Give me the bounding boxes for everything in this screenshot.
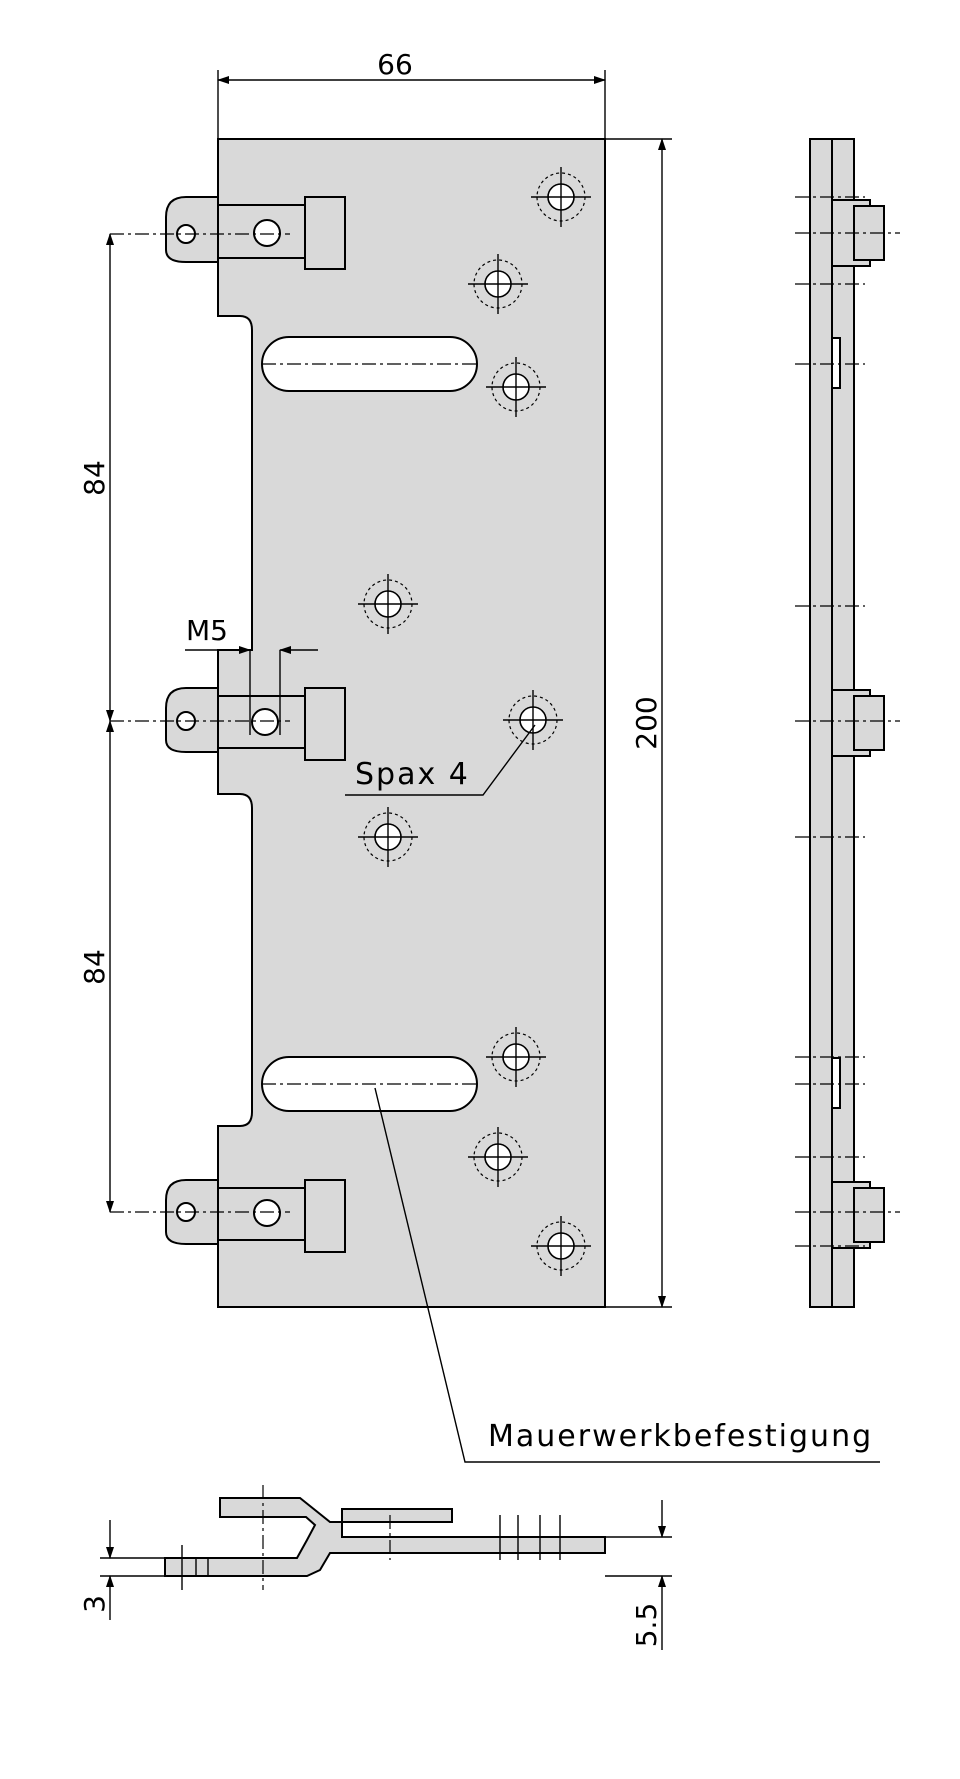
screw-hole — [486, 1027, 546, 1087]
dimension-width: 66 — [377, 48, 413, 81]
hinge-tab-top — [110, 196, 346, 270]
side-view — [795, 138, 900, 1308]
screw-hole — [468, 1127, 528, 1187]
screw-hole — [531, 1216, 591, 1276]
screw-hole — [468, 254, 528, 314]
screw-label: Spax 4 — [355, 757, 470, 792]
dimension-height: 200 — [630, 696, 663, 749]
thread-label: M5 — [186, 614, 228, 647]
dimension-pitch-upper: 84 — [78, 460, 111, 496]
hinge-tab-bottom — [110, 1179, 346, 1253]
masonry-label: Mauerwerkbefestigung — [488, 1419, 873, 1454]
screw-hole — [486, 357, 546, 417]
screw-hole — [531, 167, 591, 227]
plate-body — [217, 138, 606, 1308]
front-view: 66 200 84 84 M5 Spax 4 Mauerwerkbefestig… — [78, 48, 880, 1463]
dimension-offset-right: 5.5 — [630, 1603, 663, 1648]
hinge-tab-middle — [110, 650, 346, 761]
screw-hole — [358, 574, 418, 634]
dimension-offset-left: 3 — [78, 1595, 111, 1613]
screw-hole — [358, 807, 418, 867]
screw-holes — [358, 167, 591, 1276]
screw-hole — [503, 690, 563, 750]
bottom-view: 3 5.5 — [78, 1485, 672, 1650]
dimension-pitch-lower: 84 — [78, 949, 111, 985]
